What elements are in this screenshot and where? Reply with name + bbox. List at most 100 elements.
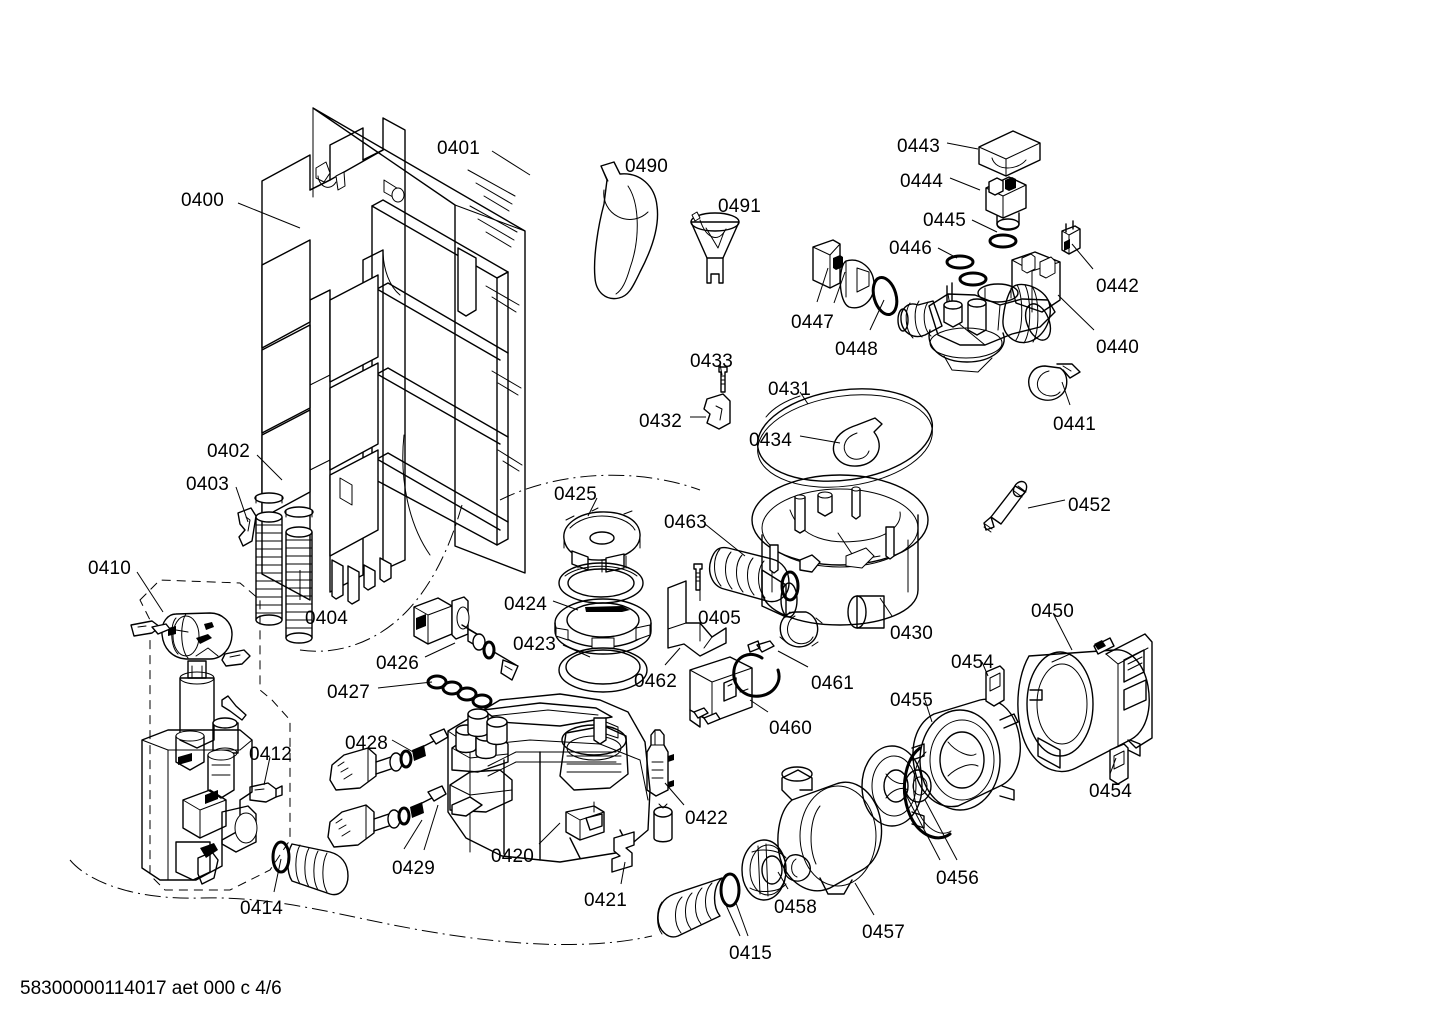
- leader-line-0456: [924, 799, 958, 861]
- part-0430-sump-housing: [751, 474, 929, 648]
- part-label-0456: 0456: [936, 868, 980, 889]
- part-0422-dispenser-tube: [646, 729, 674, 797]
- part-label-0454: 0454: [951, 652, 995, 673]
- leader-line-0454b: [1109, 757, 1117, 775]
- part-label-0422: 0422: [685, 808, 729, 829]
- leader-line-0423: [562, 644, 591, 658]
- part-label-0423: 0423: [513, 634, 557, 655]
- part-label-0463: 0463: [664, 512, 708, 533]
- part-0444-valve-module: [985, 176, 1027, 231]
- part-0432-bracket: [703, 393, 731, 430]
- leader-line-0455: [924, 699, 933, 723]
- leader-line-0403: [235, 486, 249, 523]
- leader-line-0410: [136, 571, 164, 613]
- part-label-0447: 0447: [791, 312, 835, 333]
- leader-line-0415: [735, 902, 749, 937]
- part-0491-dispenser-cup: [690, 211, 740, 284]
- part-0461-seal-ring: [732, 640, 781, 698]
- part-0410-mounting-clips: [130, 620, 251, 721]
- leader-line-0445: [971, 219, 998, 233]
- leader-line-0462: [664, 647, 681, 666]
- group-outline-lower: [69, 859, 653, 946]
- leader-line-0430: [879, 597, 893, 617]
- part-label-0433: 0433: [690, 351, 734, 372]
- part-0421-clip: [611, 831, 635, 873]
- part-0445-seal-ring: [988, 233, 1018, 249]
- leader-line-0447: [833, 271, 846, 304]
- part-label-0427: 0427: [327, 682, 371, 703]
- part-0423-seal-ring: [558, 647, 648, 693]
- part-0428-nozzle-lower: [327, 785, 447, 848]
- part-0422-cap: [653, 803, 673, 843]
- part-label-0446: 0446: [889, 238, 933, 259]
- part-0443-cover-cap: [978, 130, 1041, 177]
- leader-line-0447: [816, 267, 829, 303]
- part-0401-door-panel: [312, 107, 526, 574]
- part-0404-corrugated-hoses: [255, 511, 313, 644]
- leader-line-0444: [949, 177, 981, 191]
- leader-line-0433: [719, 363, 723, 376]
- leader-line-0448: [869, 299, 885, 331]
- part-0490-watering-can: [593, 161, 659, 300]
- leader-line-0460: [749, 699, 769, 713]
- part-0424-filter-basket: [554, 598, 652, 655]
- part-0456-shaft-seal: [902, 746, 952, 840]
- leader-line-0426: [424, 642, 456, 658]
- part-label-0450: 0450: [1031, 601, 1075, 622]
- part-label-0444: 0444: [900, 171, 944, 192]
- leader-line-0461: [777, 650, 809, 668]
- part-label-0425: 0425: [554, 484, 598, 505]
- leader-line-0440: [1057, 294, 1095, 331]
- leader-line-0441: [1061, 381, 1071, 406]
- leader-line-0427: [377, 681, 433, 689]
- leader-line-0454: [981, 661, 989, 677]
- part-label-0490: 0490: [625, 156, 669, 177]
- part-0454-clip-upper: [985, 665, 1005, 707]
- part-label-0457: 0457: [862, 922, 906, 943]
- footer-part-number: 58300000114017 aet 000 c 4/6: [20, 978, 282, 999]
- leader-line-0446: [937, 247, 958, 259]
- leader-line-0402: [256, 454, 283, 481]
- leader-line-0412: [263, 756, 271, 786]
- part-label-0410: 0410: [88, 558, 132, 579]
- part-label-0430: 0430: [890, 623, 934, 644]
- part-label-0429: 0429: [392, 858, 436, 879]
- part-label-0428: 0428: [345, 733, 389, 754]
- group-outline-0410: [139, 579, 291, 891]
- part-0442-connector-terminal: [1061, 220, 1081, 255]
- part-label-0426: 0426: [376, 653, 420, 674]
- leader-line-0422: [664, 782, 685, 806]
- part-label-0403: 0403: [186, 474, 230, 495]
- part-label-0405: 0405: [698, 608, 742, 629]
- part-0412-clip: [249, 782, 283, 803]
- group-outline-center: [499, 474, 701, 501]
- part-0452-ntc-sensor: [983, 480, 1028, 533]
- part-label-0491: 0491: [718, 196, 762, 217]
- part-0400-door-panel-frame: [261, 117, 431, 605]
- part-0402-hose-clamp: [254, 492, 314, 518]
- part-label-0455: 0455: [890, 690, 934, 711]
- part-0426-float-switch: [413, 596, 519, 681]
- part-0428-nozzle-upper: [329, 728, 449, 791]
- part-0448-seal-ring: [871, 275, 899, 317]
- leader-line-0415: [725, 904, 741, 937]
- part-label-0462: 0462: [634, 671, 678, 692]
- part-label-0454b: 0454: [1089, 781, 1133, 802]
- part-0420-dispenser-body: [447, 693, 651, 863]
- part-0431-filter-cover: [756, 388, 934, 488]
- leader-line-0431: [799, 391, 809, 405]
- sump-outlet-left: [761, 569, 798, 618]
- part-0414-corrugated-hose: [271, 840, 349, 896]
- part-label-0402: 0402: [207, 441, 251, 462]
- leader-line-0458: [777, 871, 789, 890]
- leader-line-0428: [391, 739, 416, 754]
- leader-line-0424: [552, 600, 579, 611]
- part-label-0461: 0461: [811, 673, 855, 694]
- part-label-0443: 0443: [897, 136, 941, 157]
- leader-line-0425: [587, 497, 598, 517]
- part-label-0415: 0415: [729, 943, 773, 964]
- part-label-0442: 0442: [1096, 276, 1140, 297]
- part-0441-hose-clamp: [1028, 363, 1081, 401]
